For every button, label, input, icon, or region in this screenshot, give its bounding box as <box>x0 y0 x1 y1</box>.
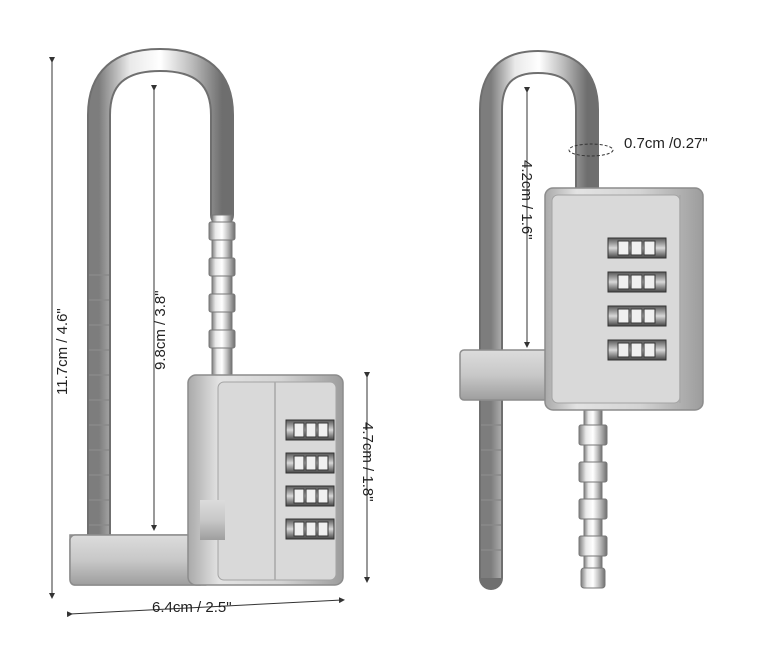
lock-left-dials <box>285 419 335 540</box>
shackle-diameter-label: 0.7cm /0.27" <box>624 135 708 152</box>
lock-right-shackle <box>479 49 608 590</box>
dial-wheel[interactable] <box>607 305 667 327</box>
width-label: 6.4cm / 2.5" <box>152 599 232 616</box>
shackle-diameter-indicator <box>568 143 614 157</box>
lock-right-dials <box>607 237 667 361</box>
height-label: 11.7cm / 4.6" <box>54 308 71 395</box>
lock-right-notched-leg <box>578 404 608 589</box>
lock-left-dimensions <box>49 57 370 618</box>
dial-wheel[interactable] <box>607 271 667 293</box>
right-shackle-clearance-label: 4.2cm / 1.6" <box>518 160 535 240</box>
dial-wheel[interactable] <box>285 485 335 507</box>
dial-wheel[interactable] <box>285 419 335 441</box>
width-dimension-line <box>66 597 345 618</box>
lock-left <box>69 47 344 586</box>
dial-wheel[interactable] <box>607 237 667 259</box>
body-height-label: 4.7cm / 1.8" <box>359 422 376 502</box>
lock-right <box>459 49 704 590</box>
dial-wheel[interactable] <box>607 339 667 361</box>
shackle-clearance-label: 9.8cm / 3.8" <box>152 290 169 370</box>
dial-wheel[interactable] <box>285 518 335 540</box>
lock-left-shackle <box>87 47 236 552</box>
lock-right-dimensions <box>524 87 614 348</box>
dial-wheel[interactable] <box>285 452 335 474</box>
lock-left-notched-leg <box>208 214 236 381</box>
